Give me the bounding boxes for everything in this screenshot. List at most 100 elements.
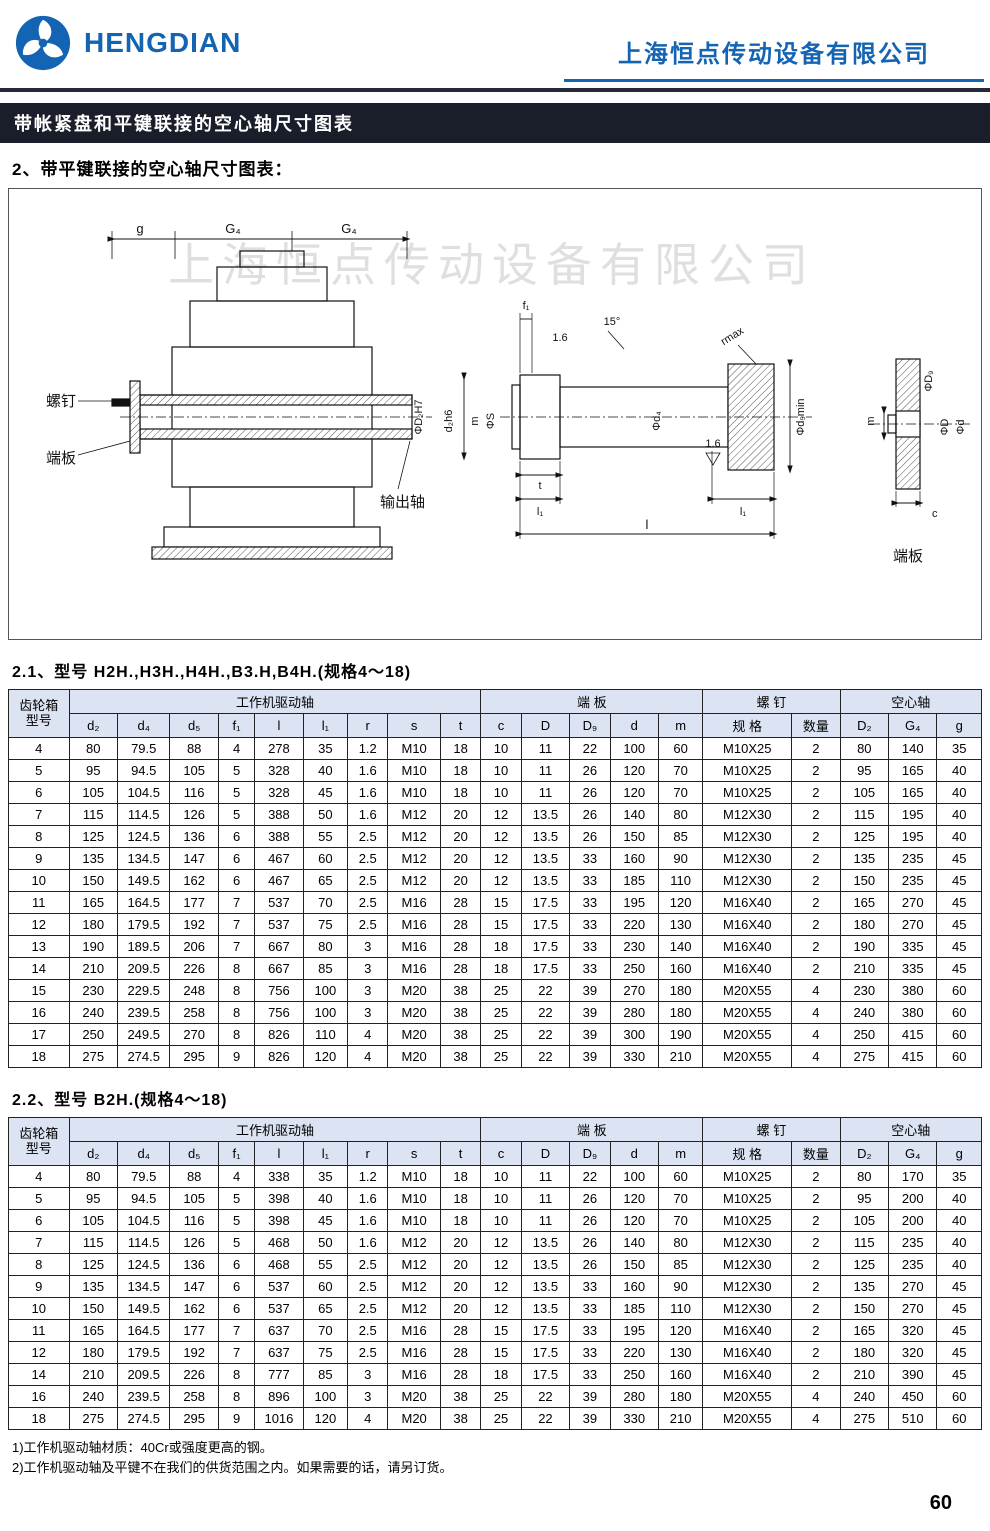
table-cell: 270: [169, 1023, 219, 1046]
column-header: d₂: [68, 1141, 118, 1166]
table-cell: 135: [839, 847, 890, 870]
table-cell: 3: [347, 957, 389, 980]
table-cell: 17.5: [520, 913, 571, 936]
table-cell: 335: [888, 957, 938, 980]
table-cell: 45: [936, 1363, 982, 1386]
table-cell: 149.5: [116, 869, 171, 892]
table-cell: 120: [609, 1187, 659, 1210]
table-cell: 12: [480, 825, 522, 848]
table-cell: M16X40: [702, 957, 793, 980]
table-cell: M20: [387, 1023, 441, 1046]
table-cell: 45: [302, 1209, 349, 1232]
table-cell: 5: [217, 1231, 256, 1254]
table-cell: 17.5: [520, 1319, 571, 1342]
table-cell: 1.6: [347, 803, 389, 826]
table-cell: 16: [8, 1385, 70, 1408]
table-cell: 3: [347, 935, 389, 958]
table-cell: 185: [609, 1297, 659, 1320]
table-cell: 100: [302, 1385, 349, 1408]
table-cell: 70: [657, 1209, 704, 1232]
table-cell: 9: [8, 847, 70, 870]
table-cell: 70: [302, 1319, 349, 1342]
table-cell: 40: [936, 759, 982, 782]
table-cell: 230: [839, 979, 890, 1002]
table-cell: 6: [217, 1275, 256, 1298]
table-cell: 9: [217, 1407, 256, 1430]
table-cell: 26: [569, 803, 611, 826]
table-cell: 467: [254, 847, 304, 870]
table-cell: 2: [791, 1165, 841, 1188]
table-cell: 136: [169, 1253, 219, 1276]
table-cell: 195: [888, 825, 938, 848]
table-cell: 60: [936, 1385, 982, 1408]
table-cell: 4: [217, 1165, 256, 1188]
table-cell: 200: [888, 1187, 938, 1210]
page-number: 60: [929, 1492, 952, 1515]
table-cell: 5: [217, 1209, 256, 1232]
table-cell: M10X25: [702, 759, 793, 782]
table-cell: 22: [520, 1023, 571, 1046]
table-cell: 40: [302, 759, 349, 782]
table-cell: 38: [439, 979, 482, 1002]
table-cell: 25: [480, 1023, 522, 1046]
table-cell: 210: [839, 1363, 890, 1386]
table-cell: 120: [302, 1407, 349, 1430]
table-cell: 11: [520, 781, 571, 804]
column-header: g: [936, 1141, 982, 1166]
column-header: s: [387, 713, 441, 738]
table-cell: 177: [169, 1319, 219, 1342]
table-cell: 11: [520, 1209, 571, 1232]
table-cell: 2: [791, 847, 841, 870]
table-cell: 230: [609, 935, 659, 958]
table-cell: 26: [569, 781, 611, 804]
table-cell: 510: [888, 1407, 938, 1430]
table-cell: 120: [609, 759, 659, 782]
table-cell: 80: [657, 1231, 704, 1254]
table-cell: 95: [68, 759, 118, 782]
table-cell: 275: [839, 1407, 890, 1430]
table-cell: 7: [217, 935, 256, 958]
dim-label-phi-d-cap: ΦD: [939, 419, 951, 436]
table-cell: 120: [609, 1209, 659, 1232]
table-cell: 179.5: [116, 1341, 171, 1364]
table-cell: 45: [936, 1341, 982, 1364]
table-cell: 220: [609, 913, 659, 936]
table-cell: 826: [254, 1023, 304, 1046]
table-cell: 135: [68, 1275, 118, 1298]
table-cell: 15: [480, 1319, 522, 1342]
table-cell: 8: [217, 1385, 256, 1408]
screw-label: 螺钉: [46, 393, 76, 410]
table-cell: 25: [480, 1001, 522, 1024]
table-cell: 8: [217, 1001, 256, 1024]
table-cell: 2: [791, 1363, 841, 1386]
table-cell: 10: [480, 737, 522, 760]
table-cell: 415: [888, 1045, 938, 1068]
table-cell: 33: [569, 847, 611, 870]
table-cell: 2: [791, 737, 841, 760]
table-cell: 124.5: [116, 1253, 171, 1276]
table-cell: 450: [888, 1385, 938, 1408]
table-cell: 8: [217, 957, 256, 980]
dim-label-m-left: m: [469, 416, 481, 425]
shaft-detail-drawing: [461, 313, 812, 539]
table-cell: M10: [387, 1209, 441, 1232]
table-cell: 45: [936, 869, 982, 892]
table-cell: M16: [387, 891, 441, 914]
table-cell: 33: [569, 1341, 611, 1364]
column-group-header: 工作机驱动轴: [68, 1117, 482, 1142]
table-cell: 274.5: [116, 1407, 171, 1430]
table-cell: 20: [439, 803, 482, 826]
table-cell: 120: [302, 1045, 349, 1068]
table-cell: 13.5: [520, 825, 571, 848]
table-cell: 278: [254, 737, 304, 760]
table-cell: 4: [347, 1045, 389, 1068]
table-cell: 5: [217, 803, 256, 826]
table-cell: 17.5: [520, 1363, 571, 1386]
table-cell: 22: [520, 1407, 571, 1430]
table-cell: 210: [657, 1407, 704, 1430]
